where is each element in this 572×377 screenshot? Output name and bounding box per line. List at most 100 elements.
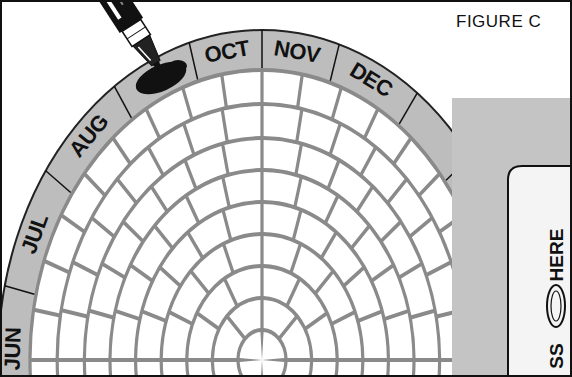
blot-drip <box>169 60 187 72</box>
grid-cell <box>190 212 229 255</box>
blot <box>131 55 191 101</box>
grid-cell <box>264 268 298 304</box>
grid-cell <box>115 112 157 161</box>
grid-cell <box>346 270 380 319</box>
month-band <box>0 30 526 377</box>
grid-cell <box>32 312 59 358</box>
grid-cell <box>119 150 161 200</box>
grid-cell <box>359 189 399 238</box>
grid-cell <box>264 204 299 238</box>
grid-cell <box>412 221 449 273</box>
grid-cell <box>354 228 392 278</box>
grid-ground <box>28 68 495 377</box>
grid-cell <box>144 270 178 319</box>
grid-cell <box>226 236 261 271</box>
grid-cell <box>412 313 438 358</box>
grid-cell <box>401 266 433 315</box>
grid-cell <box>154 163 194 209</box>
grid-cell <box>295 212 334 255</box>
grid-cell <box>240 332 262 360</box>
grid-cell <box>330 163 370 209</box>
grid-cell <box>334 362 362 377</box>
grid-cell <box>289 281 325 326</box>
grid-cell <box>298 146 337 186</box>
grid-cell <box>224 72 261 106</box>
month-divider <box>399 93 417 124</box>
side-panel <box>452 98 572 377</box>
grid-cell <box>148 90 190 136</box>
month-label: DEC <box>346 59 396 101</box>
grid-cell <box>224 106 260 140</box>
grid-cell <box>334 314 362 358</box>
grid-cell <box>59 312 86 358</box>
grid-cell <box>264 106 300 140</box>
grid-cell <box>59 362 86 377</box>
grid-cell <box>117 268 150 317</box>
grid-cell <box>112 362 138 377</box>
grid-cell <box>46 218 82 270</box>
grid-cell <box>188 179 227 221</box>
grid-cell <box>32 362 59 377</box>
grid-cell <box>157 198 197 245</box>
grid-cell <box>390 182 430 234</box>
grid-cell <box>163 362 191 377</box>
calendar-dial <box>0 30 526 377</box>
grid-cell <box>396 141 438 193</box>
grid-cell <box>150 126 192 173</box>
grid-cell <box>386 313 412 358</box>
grid-cell <box>188 362 216 377</box>
grid-cell <box>86 362 112 377</box>
tab-outline <box>508 166 572 377</box>
grid-cell <box>264 140 300 172</box>
month-divider <box>261 30 263 68</box>
month-divider <box>5 286 35 295</box>
grid-cell <box>185 77 225 117</box>
pen-shine <box>53 0 122 20</box>
oval-mark <box>547 285 565 327</box>
grid-cell <box>307 362 335 377</box>
grid-cell <box>86 313 112 358</box>
grid-cell <box>332 126 374 173</box>
grid-cell <box>264 236 299 271</box>
month-divider <box>330 44 339 80</box>
tab-label: SS <box>547 343 566 368</box>
grid-cell <box>327 198 367 245</box>
grid-cell <box>186 111 226 152</box>
month-label: JUL <box>18 211 52 256</box>
grid-cell <box>299 77 339 117</box>
grid-cell <box>214 362 243 377</box>
grid-cell <box>360 362 387 377</box>
grid-cell <box>75 221 112 273</box>
grid-cell <box>162 235 201 283</box>
grid-cell <box>334 90 376 136</box>
grid-cell <box>133 228 171 278</box>
pen-ring <box>127 27 145 39</box>
month-divider <box>46 171 71 193</box>
grid-cell <box>227 268 261 304</box>
grid-cell <box>35 263 67 313</box>
grid-cell <box>323 235 362 283</box>
grid-cell <box>264 72 301 106</box>
grid-cell <box>63 176 103 229</box>
pen-barrel <box>42 0 143 33</box>
month-divider <box>114 86 131 118</box>
grid-cell <box>262 332 284 360</box>
grid-cell <box>163 314 191 358</box>
grid-cell <box>91 266 123 315</box>
grid-cell <box>264 172 300 205</box>
grid-cell <box>63 265 96 315</box>
grid-cell <box>187 146 226 186</box>
grid-cell <box>199 281 235 326</box>
oval-inner <box>551 291 561 321</box>
grid-cell <box>137 314 164 358</box>
grey-panel <box>452 98 572 377</box>
grid-cell <box>374 268 407 317</box>
month-label: JUN <box>2 328 25 371</box>
grid-cell <box>225 172 261 205</box>
pen-highlight <box>138 45 150 62</box>
grid-cell <box>125 189 165 238</box>
tab-label: HERE <box>547 229 566 282</box>
figure-title: FIGURE C <box>456 13 541 30</box>
